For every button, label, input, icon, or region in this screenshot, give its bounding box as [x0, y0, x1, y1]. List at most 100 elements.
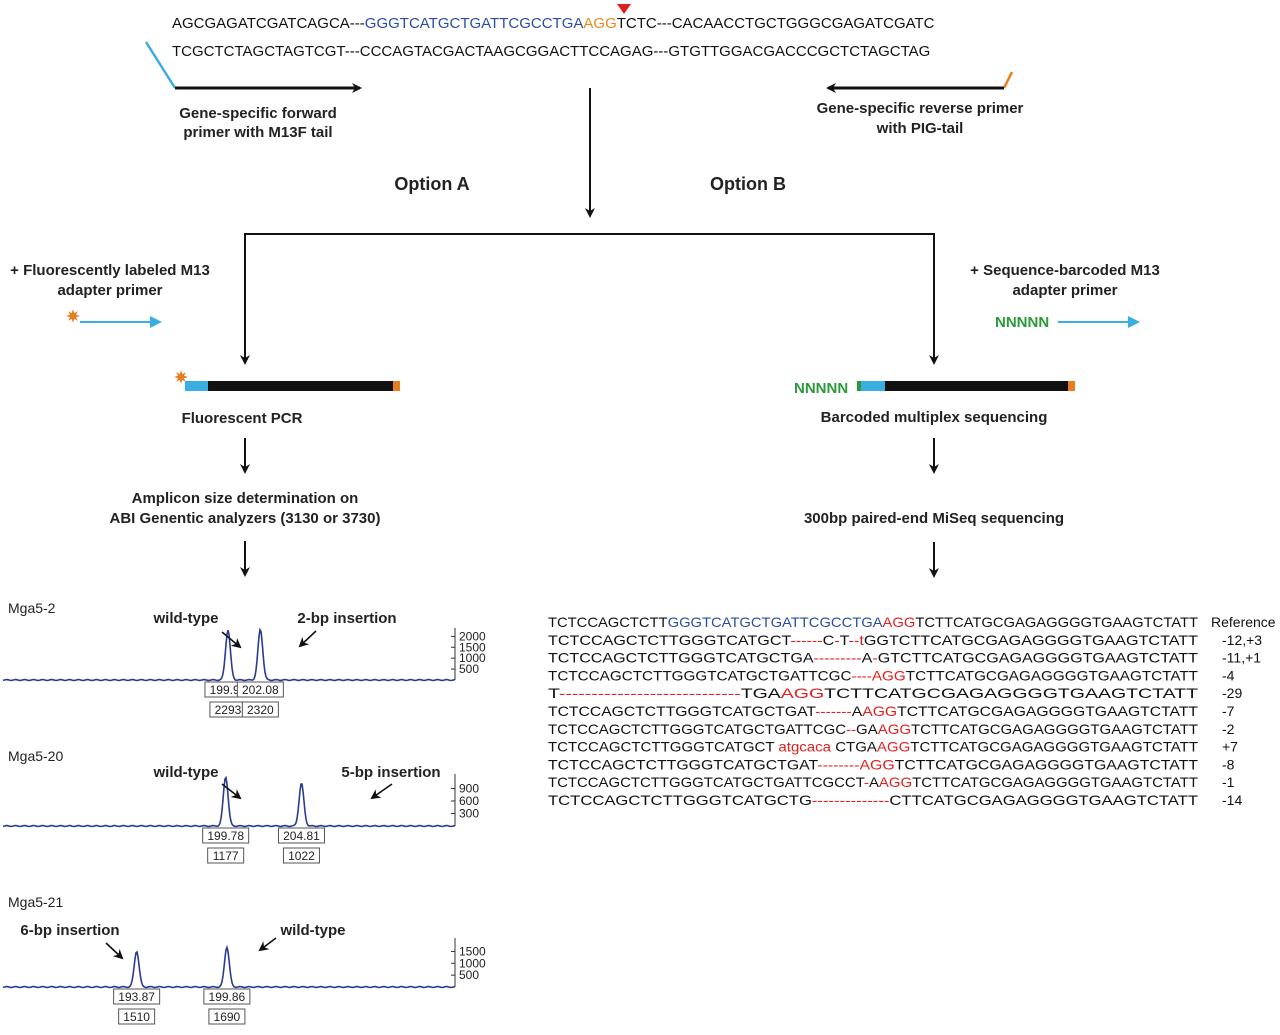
peak-height-box: 2293 — [209, 701, 247, 718]
amplicon-sizing-label-line1: Amplicon size determination on — [132, 490, 359, 507]
peak-height-box: 1177 — [207, 847, 245, 864]
alignment-row: TCTCCAGCTCTTGGGTCATGCTGA---------A-GTCTT… — [548, 650, 1199, 666]
amplicon-body — [208, 381, 393, 391]
mutation-label: -14 — [1222, 792, 1242, 808]
y-tick-label: 1000 — [459, 956, 486, 970]
trace-line — [2, 775, 456, 828]
forward-primer-tail — [144, 41, 177, 89]
peak-size-box: 199.78 — [202, 827, 250, 844]
fluorescent-adapter-label-line2: adapter primer — [57, 282, 162, 299]
annotation-arrow — [221, 631, 242, 649]
mutation-label: -1 — [1222, 774, 1235, 790]
mutation-label: Reference — [1211, 614, 1276, 630]
peak-annotation: wild-type — [152, 610, 218, 627]
mutation-label: +7 — [1222, 739, 1238, 755]
reverse-primer-label-line2: with PIG-tail — [876, 120, 964, 137]
peak-size-box: 193.87 — [113, 988, 161, 1005]
peak-height-box: 2320 — [241, 701, 279, 718]
target-sequence-top-strand: AGCGAGATCGATCAGCA---GGGTCATGCTGATTCGCCTG… — [172, 15, 935, 32]
y-tick-label: 1500 — [459, 944, 486, 958]
sample-name: Mga5-20 — [8, 748, 63, 764]
trace-panel-mga5-2: Mga5-2500100015002000199.932293wild-type… — [2, 600, 486, 718]
peak-annotation: wild-type — [279, 922, 345, 939]
peak-size-label: 204.81 — [283, 829, 320, 843]
barcoded-sequencing-label: Barcoded multiplex sequencing — [821, 409, 1048, 426]
mutation-label: -29 — [1222, 685, 1242, 701]
y-tick-label: 500 — [459, 968, 479, 982]
fluorescent-pcr-label: Fluorescent PCR — [182, 410, 303, 427]
barcoded-adapter-label-line1: + Sequence-barcoded M13 — [970, 262, 1160, 279]
option-b-label: Option B — [710, 174, 786, 194]
reverse-primer-label-line1: Gene-specific reverse primer — [817, 100, 1024, 117]
trace-panel-mga5-20: Mga5-20300600900199.781177wild-type204.8… — [2, 748, 479, 864]
trace-line — [2, 627, 456, 682]
amplicon-fluorophore-star-icon — [174, 370, 188, 384]
target-sequence-bottom-strand: TCGCTCTAGCTAGTCGT---CCCAGTACGACTAAGCGGAC… — [172, 43, 930, 60]
fluorophore-star-icon — [66, 309, 80, 323]
mutation-label: -12,+3 — [1222, 632, 1262, 648]
annotation-arrow — [221, 783, 242, 800]
y-tick-label: 1500 — [459, 640, 486, 654]
seq-segment-1: GGGTCATGCTGATTCGCCTGA — [365, 15, 584, 32]
peak-size-label: 199.78 — [207, 829, 244, 843]
amplicon-pig-segment — [393, 381, 400, 391]
mutation-label: -7 — [1222, 703, 1235, 719]
y-tick-label: 2000 — [459, 629, 486, 643]
option-a-label: Option A — [394, 174, 469, 194]
seq-segment-0: AGCGAGATCGATCAGCA--- — [172, 15, 365, 32]
peak-height-label: 2293 — [215, 703, 242, 717]
cut-site-marker — [617, 4, 631, 14]
peak-height-box: 1510 — [118, 1008, 156, 1025]
peak-annotation: 6-bp insertion — [20, 922, 119, 939]
mutation-label: -4 — [1222, 667, 1235, 683]
amplicon-m13-segment-right — [861, 381, 885, 391]
amplicon-pig-segment-right — [1068, 381, 1075, 391]
peak-annotation: 2-bp insertion — [297, 610, 396, 627]
amplicon-m13-segment — [185, 381, 208, 391]
y-tick-label: 300 — [459, 806, 479, 820]
amplicon-body-right — [885, 381, 1068, 391]
forward-primer-label-line1: Gene-specific forward — [179, 105, 337, 122]
peak-size-box: 204.81 — [277, 827, 325, 844]
annotation-arrow — [258, 937, 277, 952]
amplicon-barcode-segment — [857, 381, 861, 391]
reverse-primer-tail — [1002, 71, 1014, 89]
peak-height-label: 2320 — [247, 703, 274, 717]
peak-height-label: 1177 — [213, 849, 239, 863]
amplicon-barcode-label: NNNNN — [794, 380, 848, 397]
sample-name: Mga5-21 — [8, 894, 63, 910]
y-tick-label: 500 — [459, 662, 479, 676]
peak-size-label: 199.86 — [209, 990, 246, 1004]
mutation-label: -8 — [1222, 756, 1235, 772]
seq-segment-3: TCTC---CACAACCTGCTGGGCGAGATCGATC — [617, 15, 935, 32]
adapter-barcode-label: NNNNN — [995, 314, 1049, 331]
peak-height-label: 1690 — [214, 1010, 241, 1024]
miseq-label: 300bp paired-end MiSeq sequencing — [804, 510, 1064, 527]
peak-annotation: 5-bp insertion — [341, 764, 440, 781]
peak-size-box: 199.86 — [203, 988, 251, 1005]
peak-size-label: 202.08 — [242, 683, 279, 697]
fragment-analysis-traces: Mga5-2500100015002000199.932293wild-type… — [2, 600, 486, 1025]
peak-size-label: 193.87 — [118, 990, 155, 1004]
peak-height-box: 1690 — [208, 1008, 246, 1025]
sample-name: Mga5-2 — [8, 600, 56, 616]
annotation-arrow — [298, 630, 317, 648]
mutation-label: -11,+1 — [1222, 650, 1261, 666]
peak-height-label: 1510 — [123, 1010, 150, 1024]
alignment-row: TCTCCAGCTCTTGGGTCATGCTG--------------CTT… — [548, 792, 1199, 808]
annotation-arrow — [370, 783, 393, 800]
y-tick-label: 900 — [459, 781, 479, 795]
forward-primer-label-line2: primer with M13F tail — [183, 124, 332, 141]
barcoded-adapter-label-line2: adapter primer — [1012, 282, 1117, 299]
